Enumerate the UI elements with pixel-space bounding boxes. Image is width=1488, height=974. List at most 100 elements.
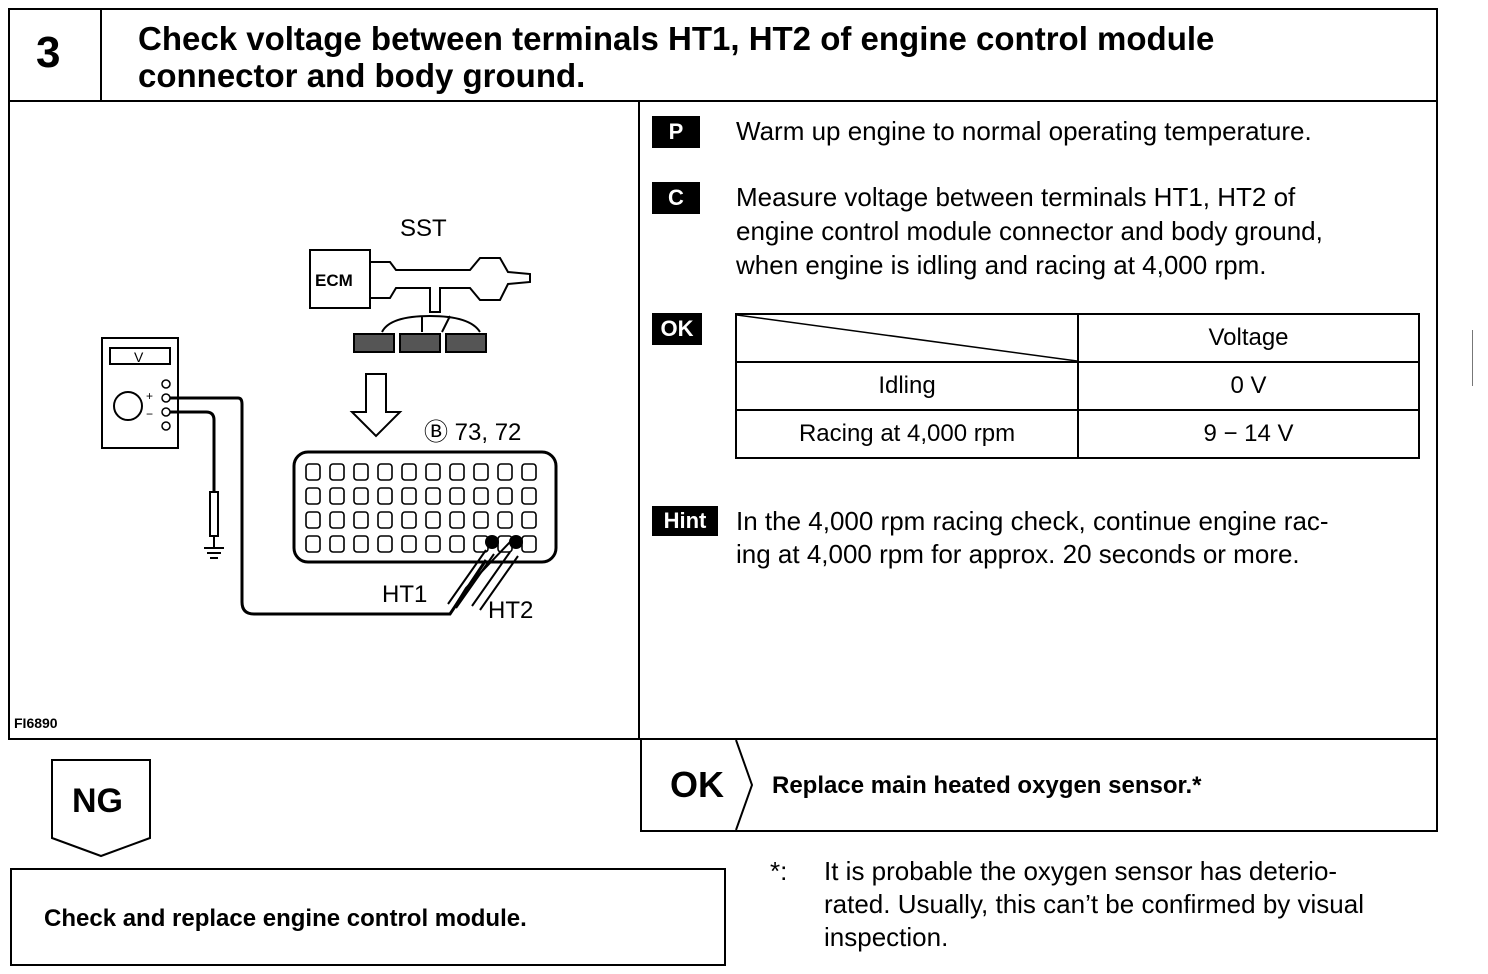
- step-title-line1: Check voltage between terminals HT1, HT2…: [138, 20, 1215, 57]
- positive-lead: [170, 396, 488, 616]
- table-cell-condition: Racing at 4,000 rpm: [735, 409, 1079, 459]
- connector-pin: [329, 463, 345, 481]
- voltmeter-display: [109, 347, 171, 365]
- ecm-label: ECM: [315, 271, 353, 290]
- footnote-line1: It is probable the oxygen sensor has det…: [824, 856, 1338, 886]
- footnote-line3: inspection.: [824, 922, 949, 952]
- ecm-box: [309, 249, 371, 309]
- ok-result-label: OK: [670, 764, 724, 805]
- ht2-terminal: [509, 535, 523, 549]
- voltmeter-jack-3: [161, 407, 171, 417]
- connector-pin: [497, 511, 513, 529]
- connector-pin: [329, 535, 345, 553]
- connector-pin: [497, 463, 513, 481]
- voltage-table: Voltage Idling 0 V Racing at 4,000 rpm 9…: [735, 313, 1420, 459]
- connector-pin: [521, 511, 537, 529]
- connector-pin: [425, 463, 441, 481]
- connector-pin: [521, 463, 537, 481]
- diagram: SST ECM Ⓑ 73, 72 V + − HT1 HT2 FI6890: [14, 215, 558, 731]
- connector-pin: [353, 463, 369, 481]
- connector-pin: [377, 487, 393, 505]
- connector-pin: [449, 511, 465, 529]
- sst-harness: [369, 257, 531, 313]
- figure-code: FI6890: [14, 715, 58, 731]
- table-cell-voltage: 9 − 14 V: [1077, 409, 1420, 459]
- ng-action-box: [10, 868, 726, 966]
- table-diagonal: [737, 315, 1077, 361]
- connector-pin: [449, 463, 465, 481]
- connector-pin: [449, 487, 465, 505]
- connector-pin: [425, 487, 441, 505]
- ground-probe: [209, 491, 219, 537]
- sst-plug-3: [445, 333, 487, 353]
- connector-pin: [377, 463, 393, 481]
- connector-pin: [401, 463, 417, 481]
- connector-pin: [425, 535, 441, 553]
- ok-result-action: Replace main heated oxygen sensor.*: [772, 772, 1202, 799]
- step-number-divider: [100, 8, 102, 102]
- ok-chevron: [735, 739, 754, 831]
- footnote-mark: *:: [770, 856, 788, 886]
- content-divider: [638, 100, 640, 740]
- c-text-line2: engine control module connector and body…: [736, 216, 1323, 246]
- connector-pin: [329, 511, 345, 529]
- hint-tag: Hint: [652, 506, 718, 536]
- voltmeter-plus: +: [146, 389, 153, 403]
- voltmeter-jack-4: [161, 421, 171, 431]
- c-tag: C: [652, 182, 700, 214]
- connector-label: Ⓑ 73, 72: [424, 419, 521, 446]
- step-number: 3: [36, 28, 61, 77]
- connector-pin: [425, 511, 441, 529]
- table-header-row: Voltage: [735, 313, 1420, 363]
- connector-pin: [305, 535, 321, 553]
- p-tag: P: [652, 116, 700, 148]
- ht1-terminal: [485, 535, 499, 549]
- connector-pin: [305, 463, 321, 481]
- voltmeter-jack-1: [161, 379, 171, 389]
- negative-lead: [170, 410, 216, 492]
- connector-pins: [305, 463, 537, 553]
- ng-badge: [51, 759, 151, 858]
- sst-label: SST: [400, 215, 447, 242]
- connector-pin: [377, 511, 393, 529]
- connector-pin: [305, 511, 321, 529]
- connector-pin: [473, 463, 489, 481]
- content-frame: [8, 100, 1438, 740]
- voltmeter-minus: −: [146, 407, 153, 421]
- step-header: [8, 8, 1438, 102]
- connector-pin: [497, 487, 513, 505]
- connector-pin: [473, 511, 489, 529]
- connector-pin: [329, 487, 345, 505]
- ok-result-box: [640, 738, 1438, 832]
- table-cell-voltage: 0 V: [1077, 361, 1420, 411]
- voltmeter-dial: [113, 391, 143, 421]
- ht2-label: HT2: [488, 597, 533, 624]
- ng-label: NG: [72, 782, 123, 820]
- voltmeter-label: V: [134, 349, 144, 365]
- connector-pin: [377, 535, 393, 553]
- ht-probes: [447, 549, 519, 611]
- table-header-voltage: Voltage: [1077, 313, 1420, 363]
- sst-plug-2: [399, 333, 441, 353]
- connector-pin: [401, 535, 417, 553]
- footnote-line2: rated. Usually, this can’t be confirmed …: [824, 889, 1364, 919]
- table-row: Racing at 4,000 rpm 9 − 14 V: [735, 409, 1420, 459]
- voltmeter-jack-2: [161, 393, 171, 403]
- ok-tag: OK: [652, 313, 702, 345]
- ground-symbol-icon: [204, 536, 224, 559]
- table-corner-cell: [735, 313, 1079, 363]
- step-title-line2: connector and body ground.: [138, 57, 586, 94]
- ht1-label: HT1: [382, 581, 427, 608]
- connector-pin: [521, 535, 537, 553]
- connector-pin: [353, 511, 369, 529]
- down-arrow: [349, 373, 403, 438]
- connector-pin: [449, 535, 465, 553]
- margin-mark: [1472, 330, 1473, 386]
- positive-lead-2: [449, 541, 511, 615]
- hint-line1: In the 4,000 rpm racing check, continue …: [736, 506, 1329, 536]
- sst-plug-1: [353, 333, 395, 353]
- connector-pin: [353, 535, 369, 553]
- connector-pin: [401, 487, 417, 505]
- c-text-line3: when engine is idling and racing at 4,00…: [736, 250, 1267, 280]
- hint-line2: ing at 4,000 rpm for approx. 20 seconds …: [736, 539, 1300, 569]
